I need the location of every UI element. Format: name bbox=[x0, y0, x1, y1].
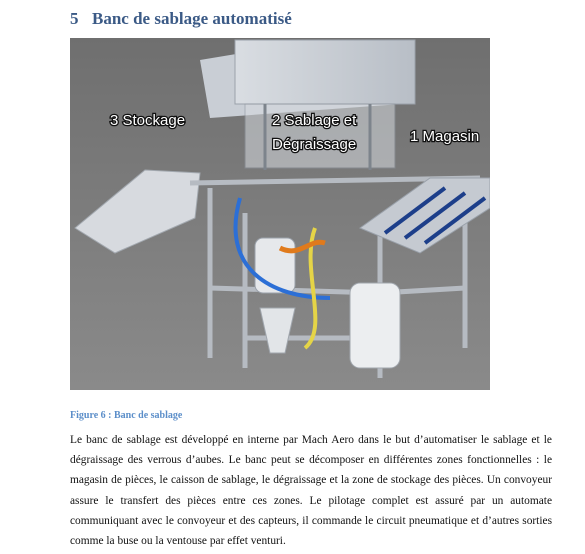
sandblasting-cabinet bbox=[200, 39, 416, 170]
label-stockage: 3 Stockage bbox=[110, 112, 185, 129]
figure-caption: Figure 6 : Banc de sablage bbox=[70, 410, 183, 421]
label-magasin: 1 Magasin bbox=[410, 128, 479, 145]
body-paragraph: Le banc de sablage est développé en inte… bbox=[70, 434, 552, 548]
degreasing-pot bbox=[254, 237, 296, 294]
figure-image: 3 Stockage 2 Sablage et Dégraissage 1 Ma… bbox=[70, 38, 490, 390]
tank-white bbox=[349, 282, 401, 369]
label-sablage-line1: 2 Sablage et bbox=[272, 112, 357, 129]
parts-magazine bbox=[358, 177, 490, 254]
cyclone-funnel bbox=[259, 307, 296, 354]
section-heading: 5 Banc de sablage automatisé bbox=[70, 9, 292, 29]
section-title: Banc de sablage automatisé bbox=[92, 9, 292, 28]
label-sablage-line2: Dégraissage bbox=[272, 136, 356, 153]
section-number: 5 bbox=[70, 9, 79, 28]
storage-tray bbox=[74, 169, 201, 254]
